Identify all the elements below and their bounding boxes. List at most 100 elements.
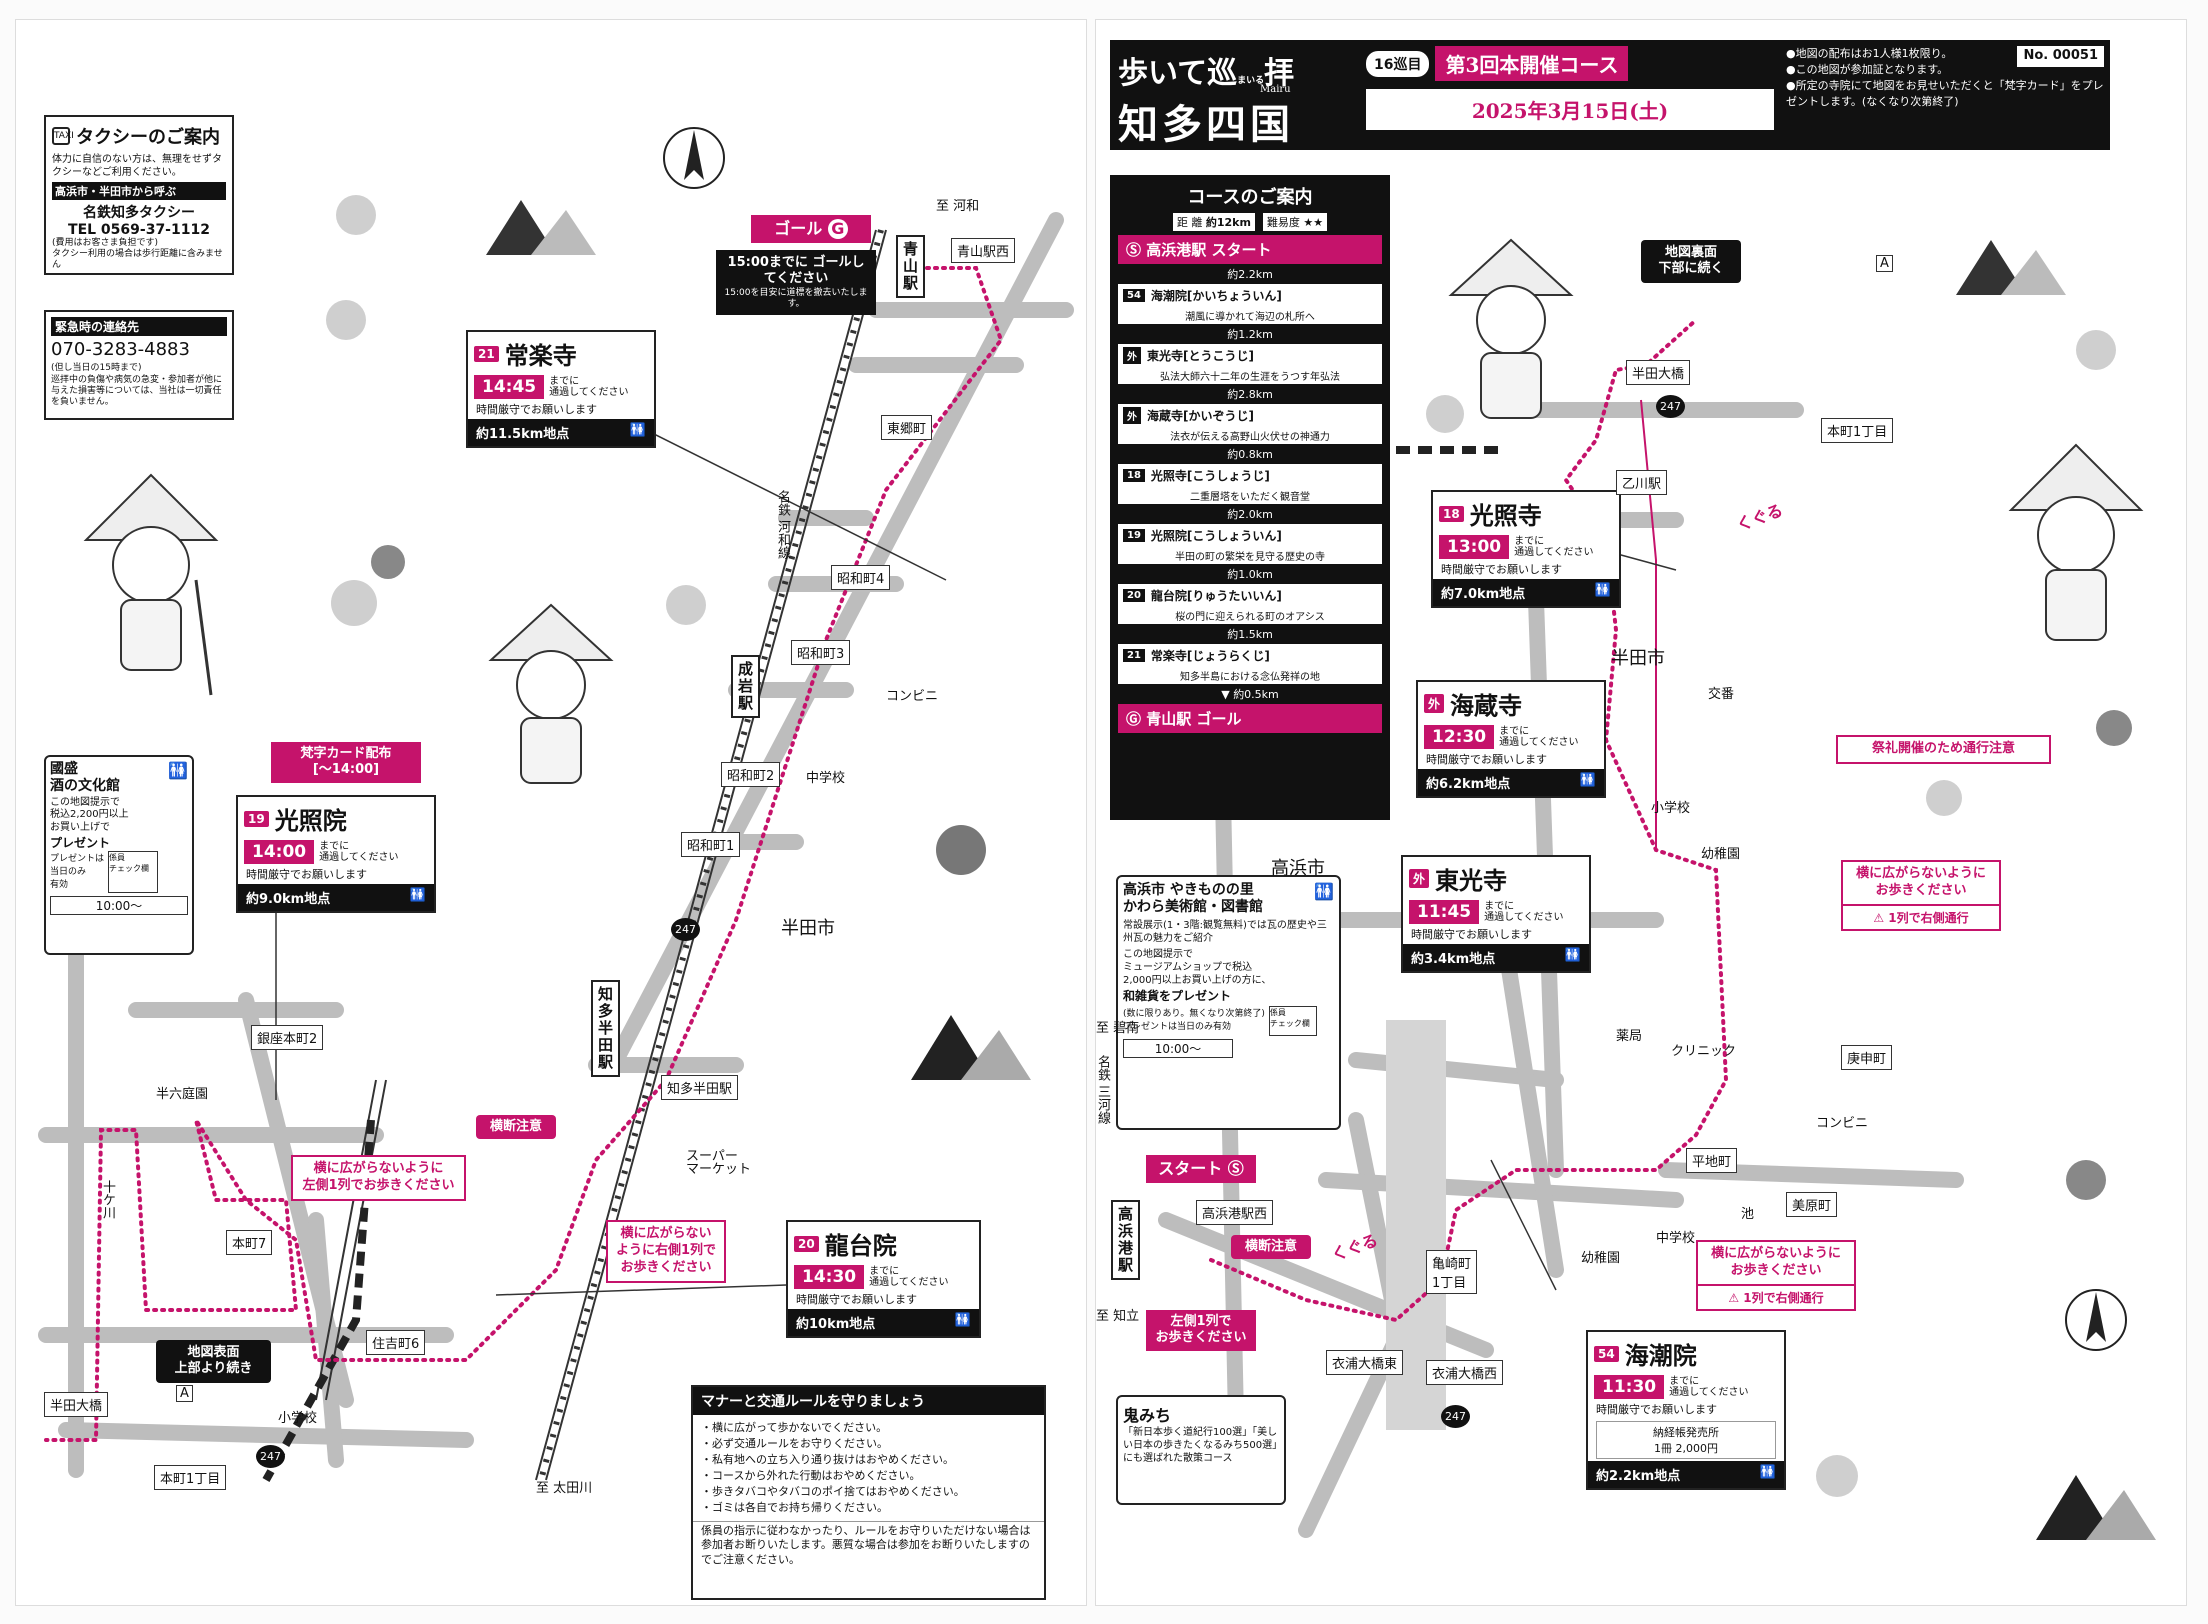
museum-present: 和雑貨をプレゼント — [1123, 988, 1232, 1003]
distance-label: 約6.2km地点 — [1426, 777, 1511, 792]
heichi-cho: 平地町 — [1686, 1148, 1738, 1173]
tree-icon — [326, 300, 366, 340]
round-badge: 16巡目 — [1366, 50, 1430, 77]
chitahanda-station: 知多半田駅 — [591, 980, 620, 1077]
route-247-right: 247 — [1441, 1405, 1470, 1428]
tree-icon — [2096, 710, 2132, 746]
taxi-note: (費用はお客さま負担です) タクシー利用の場合は歩行距離に含みません — [52, 238, 223, 270]
taxi-tel[interactable]: TEL 0569-37-1112 — [68, 222, 210, 238]
time-note: 時間厳守でお願いします — [1596, 1403, 1717, 1416]
guide-item-number: 21 — [1123, 649, 1145, 662]
to-chiryu: 至 知立 — [1096, 1309, 1140, 1324]
handa-ohashi-right: 半田大橋 — [1626, 360, 1691, 385]
note-item: ●地図の配布はお1人様1枚限り。 — [1786, 47, 1953, 60]
pass-time: 13:00 — [1439, 535, 1510, 559]
guide-item-desc: 法衣が伝える高野山火伏せの神通力 — [1118, 427, 1382, 444]
guide-item-name: 海蔵寺[かいぞうじ] — [1147, 409, 1254, 423]
temple-number: 外 — [1424, 694, 1445, 713]
crossing-caution-right: 横断注意 — [1231, 1235, 1311, 1260]
mountain-icon — [2036, 1475, 2156, 1540]
guide-title: コースのご案内 — [1187, 187, 1313, 208]
pass-time: 12:30 — [1424, 725, 1495, 749]
taxi-info-box: TAXI タクシーのご案内 体力に自信のない方は、無理をせずタクシーなどご利用く… — [44, 115, 234, 275]
honmachi-1chome: 本町1丁目 — [154, 1465, 227, 1490]
distance-label: 約11.5km地点 — [476, 427, 570, 442]
pilgrim-character-icon — [2008, 443, 2144, 641]
guide-item: 外海蔵寺[かいぞうじ] — [1118, 404, 1382, 427]
emergency-tel[interactable]: 070-3283-4883 — [51, 339, 190, 360]
taxi-sub: 高浜市・半田市から呼ぶ — [52, 182, 226, 200]
emergency-box: 緊急時の連絡先 070-3283-4883 (但し当日の15時まで) 巡拝中の負… — [44, 310, 234, 420]
pass-time: 11:30 — [1594, 1375, 1665, 1399]
mountain-icon — [1956, 240, 2066, 295]
meitetsu-line: 名鉄 河和線 — [775, 490, 790, 560]
right-side-note: ⚠ 1列で右側通行 — [1841, 905, 2001, 931]
temple-number: 21 — [474, 345, 499, 362]
pass-note: までに 通過してください — [1514, 536, 1594, 558]
kawara-museum-box: 高浜市 やきものの里 かわら美術館・図書館🚻 常設展示(1・3階:観覧無料)では… — [1116, 875, 1341, 1130]
jukkagawa: 十ケ川 — [100, 1180, 115, 1219]
pilgrim-character-icon — [488, 603, 614, 784]
pass-note: までに 通過してください — [549, 376, 629, 398]
koshin-cho: 庚申町 — [1841, 1045, 1893, 1070]
header-title-bar: 16巡目 第3回本開催コース 2025年3月15日(土) — [1360, 40, 1780, 150]
kamezaki-1: 亀崎町 1丁目 — [1426, 1250, 1478, 1294]
brand-en: Mairu — [1260, 84, 1291, 95]
to-otagawa: 至 太田川 — [536, 1481, 593, 1496]
guide-item-desc: 半田の町の繁栄を見守る歴史の寺 — [1118, 547, 1382, 564]
museum-cond: プレゼントは 当日のみ 有効 — [50, 854, 105, 891]
tree-icon — [2066, 1160, 2106, 1200]
toilet-icon: 🚻 — [168, 761, 188, 780]
note-item: ●この地図が参加証となります。 — [1786, 62, 1949, 76]
guide-item-number: 外 — [1123, 347, 1141, 364]
guide-item-number: 外 — [1123, 407, 1141, 424]
emergency-title: 緊急時の連絡先 — [51, 317, 227, 336]
kindergarten-right: 幼稚園 — [1701, 847, 1741, 862]
chitahanda-stop: 知多半田駅 — [661, 1075, 739, 1100]
pass-time: 14:45 — [474, 375, 545, 399]
right-page: 歩いて巡まいる拝 Mairu 知多四国 16巡目 第3回本開催コース 2025年… — [1095, 20, 2186, 1605]
tree-icon — [2076, 330, 2116, 370]
taxi-company: 名鉄知多タクシー — [83, 205, 195, 221]
guide-segment: 約1.5km — [1227, 628, 1273, 641]
single-file-callout-2: 横に広がらないように お歩きください ⚠ 1列で右側通行 — [1696, 1240, 1856, 1311]
guide-segment: 約0.8km — [1227, 448, 1273, 461]
check-box[interactable]: 係員 チェック欄 — [108, 851, 159, 894]
header-notes: No. 00051 ●地図の配布はお1人様1枚限り。 ●この地図が参加証となりま… — [1780, 40, 2110, 150]
to-hekinan: 至 碧南 — [1096, 1021, 1140, 1036]
guide-item-name: 東光寺[とうこうじ] — [1147, 349, 1254, 363]
guide-item-desc: 潮風に導かれて海辺の札所へ — [1118, 307, 1382, 324]
pass-time: 11:45 — [1409, 900, 1480, 924]
showa-1: 昭和町1 — [681, 832, 741, 857]
onimichi-body: 「新日本歩く道紀行100選」「美しい日本の歩きたくなるみち500選」にも選ばれた… — [1123, 1427, 1278, 1464]
kunizakari-museum-box: 國盛 酒の文化館🚻 この地図提示で 税込2,200円以上 お買い上げで プレゼン… — [44, 755, 194, 955]
left-walk-callout: 左側1列で お歩きください — [1146, 1310, 1256, 1351]
brand-1: 歩いて巡 — [1118, 56, 1238, 91]
rule-item: ・歩きタバコやタバコのポイ捨てはおやめください。 — [701, 1484, 965, 1498]
taxi-body: 体力に自信のない方は、無理をせずタクシーなどご利用ください。 — [52, 154, 222, 178]
mihara-cho: 美原町 — [1786, 1192, 1838, 1217]
check-box[interactable]: 係員 チェック欄 — [1268, 1005, 1317, 1036]
rule-item: ・必ず交通ルールをお守りください。 — [701, 1436, 888, 1450]
north-arrow-left — [663, 127, 725, 189]
toilet-icon: 🚻 — [954, 1313, 971, 1328]
crossing-caution: 横断注意 — [476, 1115, 556, 1140]
guide-item: 外東光寺[とうこうじ] — [1118, 344, 1382, 367]
emergency-hours: (但し当日の15時まで) — [51, 363, 142, 373]
handa-city: 半田市 — [781, 918, 835, 939]
temple-number: 19 — [244, 810, 269, 827]
hanroku-garden: 半六庭園 — [156, 1087, 209, 1102]
card-distribution: 梵字カード配布[～14:00] — [271, 742, 421, 783]
guide-item-number: 54 — [1123, 289, 1145, 302]
time-note: 時間厳守でお願いします — [796, 1293, 917, 1306]
time-note: 時間厳守でお願いします — [246, 868, 367, 881]
junior-high: 中学校 — [806, 771, 846, 786]
toilet-icon: 🚻 — [1594, 583, 1611, 598]
emergency-body: 巡拝中の負傷や病気の急変・参加者が他に与えた損害等については、当社は一切責任を負… — [51, 375, 223, 407]
time-note: 時間厳守でお願いします — [1441, 563, 1562, 576]
